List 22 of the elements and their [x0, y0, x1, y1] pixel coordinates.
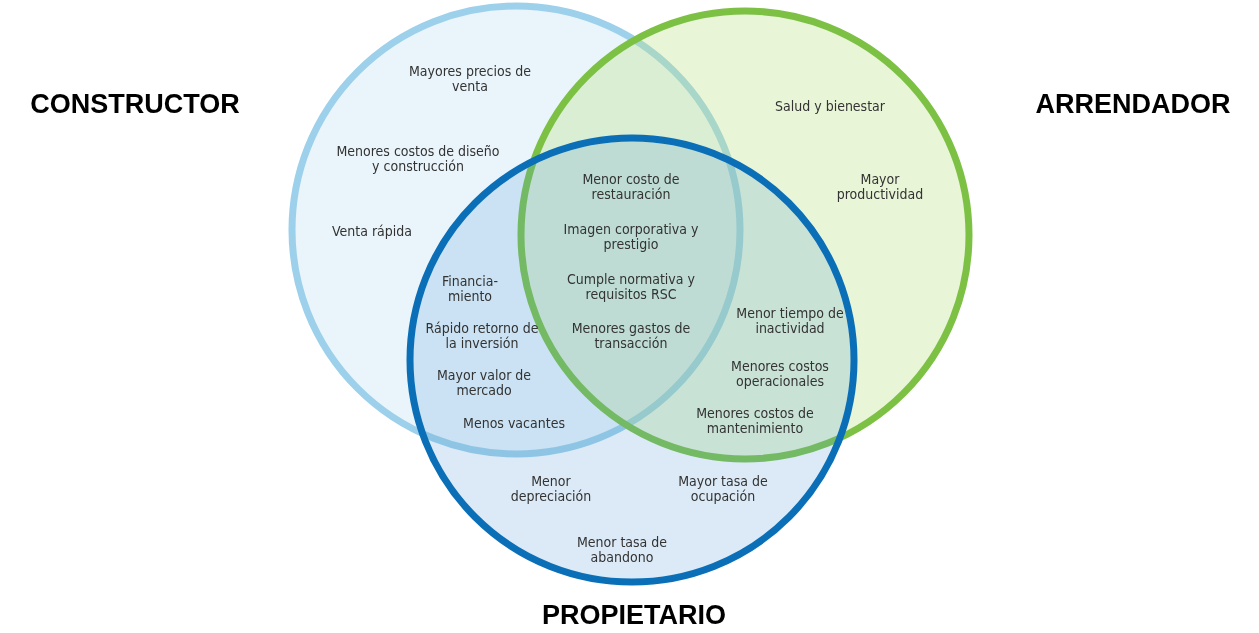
- benefit-text: Menores costos de mantenimiento: [695, 406, 815, 436]
- benefit-text: Menor tiempo de inactividad: [735, 306, 845, 336]
- benefit-text: Mayor valor de mercado: [435, 368, 533, 398]
- benefit-text: Rápido retorno de la inversión: [424, 321, 540, 351]
- benefit-text: Mayor tasa de ocupación: [677, 474, 769, 504]
- benefit-text: Imagen corporativa y prestigio: [562, 222, 700, 252]
- benefit-text: Menos vacantes: [462, 415, 566, 431]
- set-heading: CONSTRUCTOR: [30, 88, 240, 120]
- benefit-text: Cumple normativa y requisitos RSC: [566, 272, 696, 302]
- set-heading: ARRENDADOR: [1035, 88, 1231, 120]
- benefit-text: Menores costos de diseño y construcción: [335, 144, 501, 174]
- benefit-text: Menor depreciación: [509, 474, 593, 504]
- set-heading: PROPIETARIO: [542, 599, 726, 631]
- benefit-text: Mayores precios de venta: [408, 64, 532, 94]
- benefit-text: Financia- miento: [440, 274, 500, 304]
- benefit-text: Mayor productividad: [835, 172, 925, 202]
- benefit-text: Menores costos operacionales: [730, 359, 830, 389]
- benefit-text: Venta rápida: [331, 223, 413, 239]
- benefit-text: Menor costo de restauración: [581, 172, 681, 202]
- benefit-text: Salud y bienestar: [774, 98, 886, 114]
- benefit-text: Menores gastos de transacción: [570, 321, 692, 351]
- benefit-text: Menor tasa de abandono: [575, 535, 669, 565]
